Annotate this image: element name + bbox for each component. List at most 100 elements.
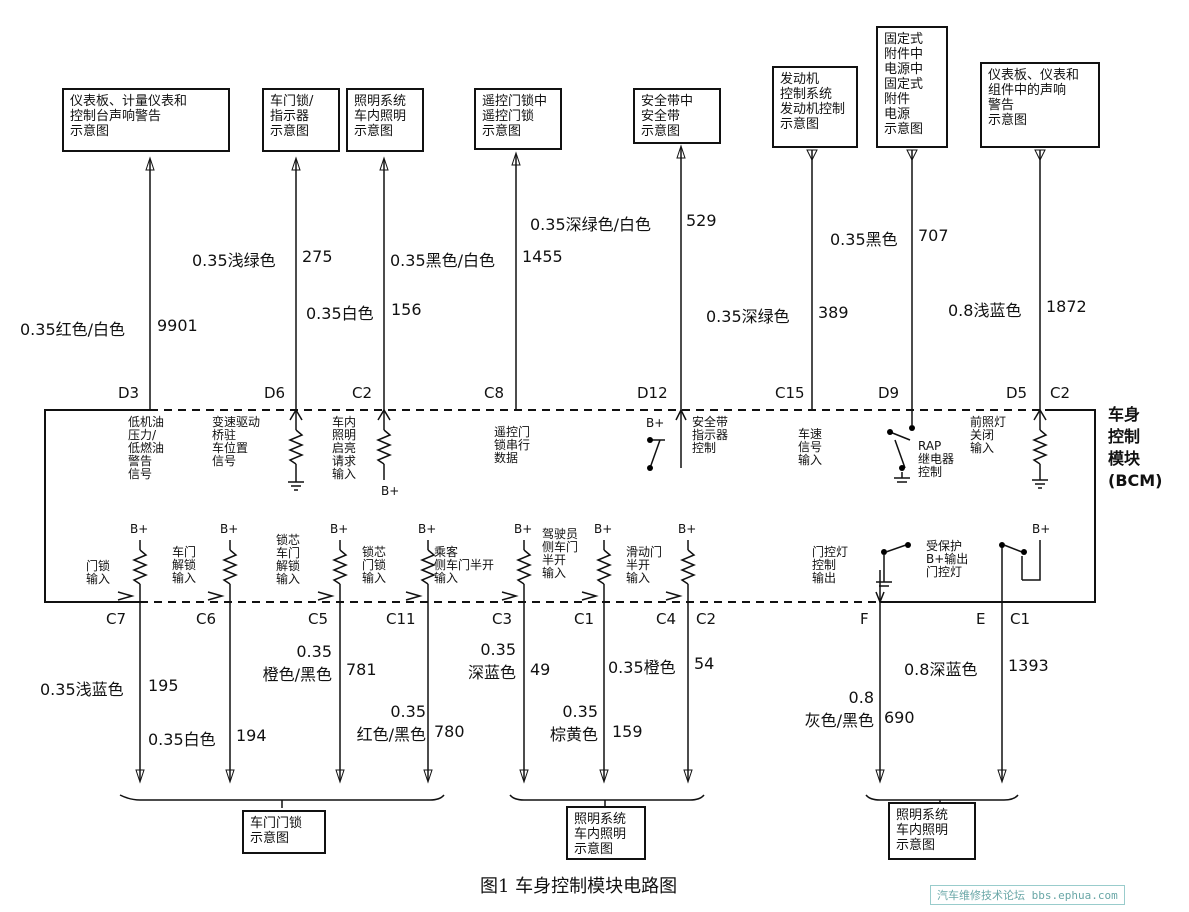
bottom-wire-4-circuit: 780 (434, 722, 465, 741)
fn-vehicle-speed: 车速 信号 输入 (798, 427, 823, 467)
pin-c6: C6 (196, 610, 217, 628)
pullup-c4 (665, 540, 696, 602)
bplus-c4: B+ (678, 522, 697, 536)
pin-d6: D6 (264, 384, 286, 402)
top-wire-4-circuit: 1455 (522, 247, 563, 266)
bracket-left (119, 794, 445, 808)
bplus-c5: B+ (330, 522, 349, 536)
top-wire-7-circuit: 707 (918, 226, 949, 245)
bottom-wire-3-color: 0.35 橙色/黑色 (262, 642, 332, 684)
bottom-wire-6-color: 0.35 棕黄色 (549, 702, 598, 744)
switch-f (875, 542, 911, 605)
pullup-c11 (405, 540, 436, 602)
fn-headlamp-off: 前照灯 关闭 输入 (970, 415, 1007, 455)
top-wire-3-circuit: 156 (391, 300, 422, 319)
pin-c1-right: C1 (1010, 610, 1031, 628)
bottom-wire-2-circuit: 194 (236, 726, 267, 745)
bottom-wire-1-circuit: 195 (148, 676, 179, 695)
top-box-5: 安全带中 安全带 示意图 (633, 88, 721, 144)
top-wire-6-color: 0.35深绿色 (706, 307, 790, 326)
top-wire-4 (511, 151, 521, 410)
top-wire-2-circuit: 275 (302, 247, 333, 266)
top-box-7: 固定式 附件中 电源中 固定式 附件 电源 示意图 (876, 26, 948, 148)
fn-passenger-ajar-input: 乘客 侧车门半开 输入 (434, 545, 495, 585)
top-wire-8-color: 0.8浅蓝色 (948, 301, 1022, 320)
pin-c8: C8 (484, 384, 505, 402)
top-box-2: 车门锁/ 指示器 示意图 (262, 88, 340, 152)
bottom-wire-6 (599, 602, 609, 784)
top-wire-7-color: 0.35黑色 (830, 230, 898, 249)
fn-rap-relay: RAP 继电器 控制 (918, 439, 955, 479)
bottom-wire-1-color: 0.35浅蓝色 (40, 680, 124, 699)
top-wire-1 (145, 156, 155, 410)
bottom-wire-3 (335, 602, 345, 784)
switch-e (999, 540, 1041, 602)
top-box-3: 照明系统 车内照明 示意图 (346, 88, 424, 152)
bottom-wire-3-circuit: 781 (346, 660, 377, 679)
top-wire-2 (291, 156, 301, 410)
pin-c4: C4 (656, 610, 677, 628)
top-wire-3 (379, 156, 389, 410)
pullup-c3 (501, 540, 532, 602)
top-wire-1-circuit: 9901 (157, 316, 198, 335)
pin-f: F (860, 610, 869, 628)
pullup-c6 (207, 540, 238, 602)
bottom-wire-8-circuit: 690 (884, 708, 915, 727)
fn-keyless-serial-data: 遥控门 锁串行 数据 (494, 425, 531, 465)
pin-c5: C5 (308, 610, 329, 628)
pin-c1: C1 (574, 610, 595, 628)
pin-c11: C11 (386, 610, 416, 628)
pin-c3: C3 (492, 610, 513, 628)
bplus-c3: B+ (514, 522, 533, 536)
fn-door-unlock-input: 车门 解锁 输入 (172, 545, 197, 585)
fn-door-lock-input: 门锁 输入 (86, 559, 111, 586)
bottom-wire-2 (225, 602, 235, 784)
resistor-d6 (288, 408, 304, 491)
fn-sliding-door-ajar-input: 滑动门 半开 输入 (626, 545, 663, 585)
bottom-wire-4-color: 0.35 红色/黑色 (356, 702, 426, 744)
switch-d12 (647, 408, 687, 471)
top-wire-3-color: 0.35白色 (306, 304, 374, 323)
top-box-1: 仪表板、计量仪表和 控制台声响警告 示意图 (62, 88, 230, 152)
figure-caption: 图1 车身控制模块电路图 (480, 876, 678, 897)
top-wire-5-color: 0.35深绿色/白色 (530, 215, 652, 234)
pullup-c1 (581, 540, 612, 602)
pin-d3: D3 (118, 384, 140, 402)
bottom-box-3: 照明系统 车内照明 示意图 (888, 802, 976, 860)
top-wire-8-circuit: 1872 (1046, 297, 1087, 316)
bplus-c2: B+ (381, 484, 400, 498)
relay-d9 (887, 410, 915, 483)
bottom-wire-9-color: 0.8深蓝色 (904, 660, 978, 679)
bplus-c7: B+ (130, 522, 149, 536)
pullup-c5 (317, 540, 348, 602)
bottom-wire-7-color: 0.35橙色 (608, 658, 676, 677)
pin-c2-right: C2 (1050, 384, 1071, 402)
bottom-wire-8-color: 0.8 灰色/黑色 (804, 688, 874, 730)
fn-cylinder-lock-input: 锁芯 门锁 输入 (362, 545, 387, 585)
resistor-c2 (376, 408, 392, 480)
fn-courtesy-lamp-output: 门控灯 控制 输出 (812, 545, 849, 585)
pullup-c7 (117, 540, 148, 602)
fn-park-position: 变速驱动 桥驻 车位置 信号 (212, 415, 261, 468)
pin-e: E (976, 610, 986, 628)
top-wire-1-color: 0.35红色/白色 (20, 320, 126, 339)
bottom-wire-8 (875, 602, 885, 784)
pin-d9: D9 (878, 384, 900, 402)
bottom-box-2: 照明系统 车内照明 示意图 (566, 806, 646, 860)
resistor-d5 (1032, 408, 1048, 489)
pin-d5: D5 (1006, 384, 1028, 402)
bottom-wire-1 (135, 602, 145, 784)
top-wire-5-circuit: 529 (686, 211, 717, 230)
fn-low-oil-fuel: 低机油 压力/ 低燃油 警告 信号 (128, 415, 165, 481)
fn-seatbelt-indicator: 安全带 指示器 控制 (692, 415, 729, 455)
fn-cylinder-unlock-input: 锁芯 车门 解锁 输入 (276, 533, 301, 586)
top-wire-7 (906, 149, 918, 410)
top-wire-6 (806, 149, 818, 410)
pin-c2-top: C2 (352, 384, 373, 402)
top-box-6: 发动机 控制系统 发动机控制 示意图 (772, 66, 858, 148)
top-wire-5 (676, 144, 686, 410)
bottom-wire-5 (519, 602, 529, 784)
bottom-box-1: 车门门锁 示意图 (242, 810, 326, 854)
